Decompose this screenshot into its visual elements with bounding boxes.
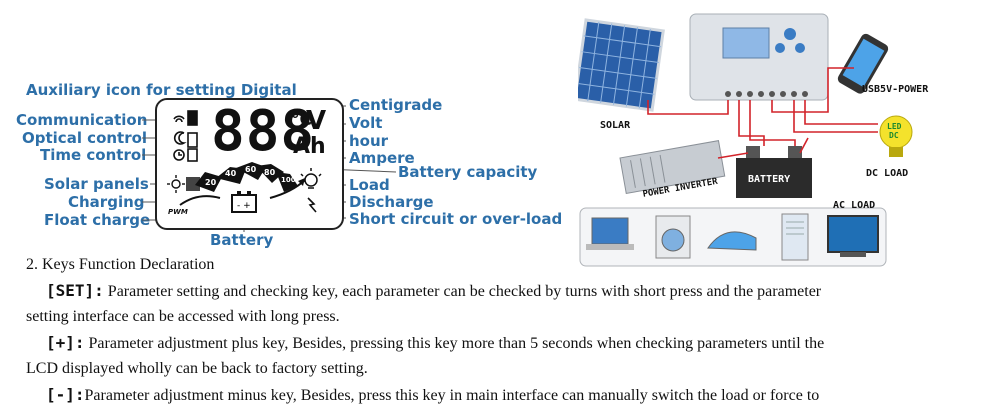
label-discharge: Discharge	[349, 193, 434, 211]
label-ampere: Ampere	[349, 149, 415, 167]
plus-key-label: [+]:	[46, 333, 85, 352]
label-volt: Volt	[349, 114, 383, 132]
minus-key-label: [-]:	[46, 385, 85, 404]
capacity-label-60: 60	[245, 165, 257, 174]
label-time-control: Time control	[40, 146, 147, 164]
charge-controller-image	[689, 13, 829, 101]
label-optical-control: Optical control	[22, 129, 148, 147]
label-battery-capacity: Battery capacity	[398, 163, 538, 181]
wiring-diagram: SOLAR USB5V-POWER LED DC DC LOAD BATTERY…	[578, 8, 970, 270]
label-load: Load	[349, 176, 390, 194]
capacity-label-100: 100	[281, 176, 296, 184]
communication-icon	[173, 115, 185, 120]
label-solar: SOLAR	[600, 120, 631, 131]
capacity-segments	[195, 162, 298, 192]
label-communication: Communication	[16, 111, 148, 129]
label-hour: hour	[349, 132, 389, 150]
clock-icon	[173, 149, 185, 161]
capacity-label-80: 80	[264, 168, 276, 177]
appliance-icons	[586, 213, 879, 261]
label-charging: Charging	[68, 193, 145, 211]
set-key-label: [SET]:	[46, 281, 104, 300]
battery-icon	[231, 194, 257, 213]
washer-image	[655, 215, 691, 259]
label-led: LED	[887, 122, 902, 131]
capacity-label-40: 40	[225, 169, 237, 178]
svg-text:- +: - +	[237, 201, 251, 211]
label-usb-power: USB5V-POWER	[862, 84, 929, 95]
ac-unit-image	[781, 213, 809, 261]
unit-volt: V	[306, 106, 327, 136]
label-centigrade: Centigrade	[349, 96, 443, 114]
label-float-charge: Float charge	[44, 211, 151, 229]
iron-image	[707, 231, 757, 251]
lcd-title: Auxiliary icon for setting Digital	[26, 81, 297, 99]
lcd-left-icons	[167, 110, 200, 193]
plus-key-paragraph: [+]: Parameter adjustment plus key, Besi…	[46, 333, 824, 354]
plus-key-text-line1: Parameter adjustment plus key, Besides, …	[84, 335, 825, 352]
diagram-graphics	[578, 13, 913, 267]
capacity-label-20: 20	[205, 178, 217, 187]
bulb-icon	[300, 168, 322, 189]
phone-image	[837, 33, 889, 94]
moon-icon	[173, 131, 187, 145]
pwm-label: PWM	[168, 208, 188, 216]
capacity-arc: - +	[179, 162, 322, 213]
section-heading: 2. Keys Function Declaration	[26, 256, 215, 273]
lightning-icon	[307, 197, 317, 213]
solar-panel-image	[578, 18, 665, 112]
solar-panel-icon	[186, 177, 200, 191]
set-key-text-line2: setting interface can be accessed with l…	[26, 308, 340, 325]
minus-key-paragraph: [-]:Parameter adjustment minus key, Besi…	[46, 385, 819, 406]
unit-celsius: °C	[291, 110, 312, 130]
minus-key-text-line1: Parameter adjustment minus key, Besides,…	[84, 387, 820, 404]
capacity-seg-100	[276, 172, 298, 192]
unit-amp-hour: Ah	[293, 134, 326, 159]
set-key-paragraph: [SET]: Parameter setting and checking ke…	[46, 281, 821, 302]
sun-icon	[167, 175, 185, 193]
charge-arrow-left	[179, 195, 221, 206]
battery-image	[736, 146, 812, 198]
laptop-image	[586, 217, 634, 250]
label-battery-diagram: BATTERY	[748, 174, 791, 185]
capacity-seg-40	[216, 167, 246, 184]
label-short-circuit: Short circuit or over-load	[349, 210, 563, 228]
capacity-labels: 20 40 60 80 100	[203, 165, 303, 194]
label-battery: Battery	[210, 231, 274, 249]
set-key-text-line1: Parameter setting and checking key, each…	[103, 283, 822, 300]
plus-key-text-line2: LCD displayed wholly can be back to fact…	[26, 360, 368, 377]
led-bulb-image	[879, 115, 913, 157]
label-ac-load: AC LOAD	[833, 200, 876, 211]
label-solar-panels: Solar panels	[44, 175, 149, 193]
lcd-digits: 888	[211, 99, 316, 164]
label-dc-load: DC LOAD	[866, 168, 909, 179]
tv-image	[827, 215, 879, 257]
wires	[647, 67, 878, 159]
inverter-image	[619, 140, 726, 195]
capacity-seg-20	[195, 172, 222, 192]
capacity-seg-80	[256, 164, 284, 183]
label-led-dc: DC	[889, 131, 899, 140]
